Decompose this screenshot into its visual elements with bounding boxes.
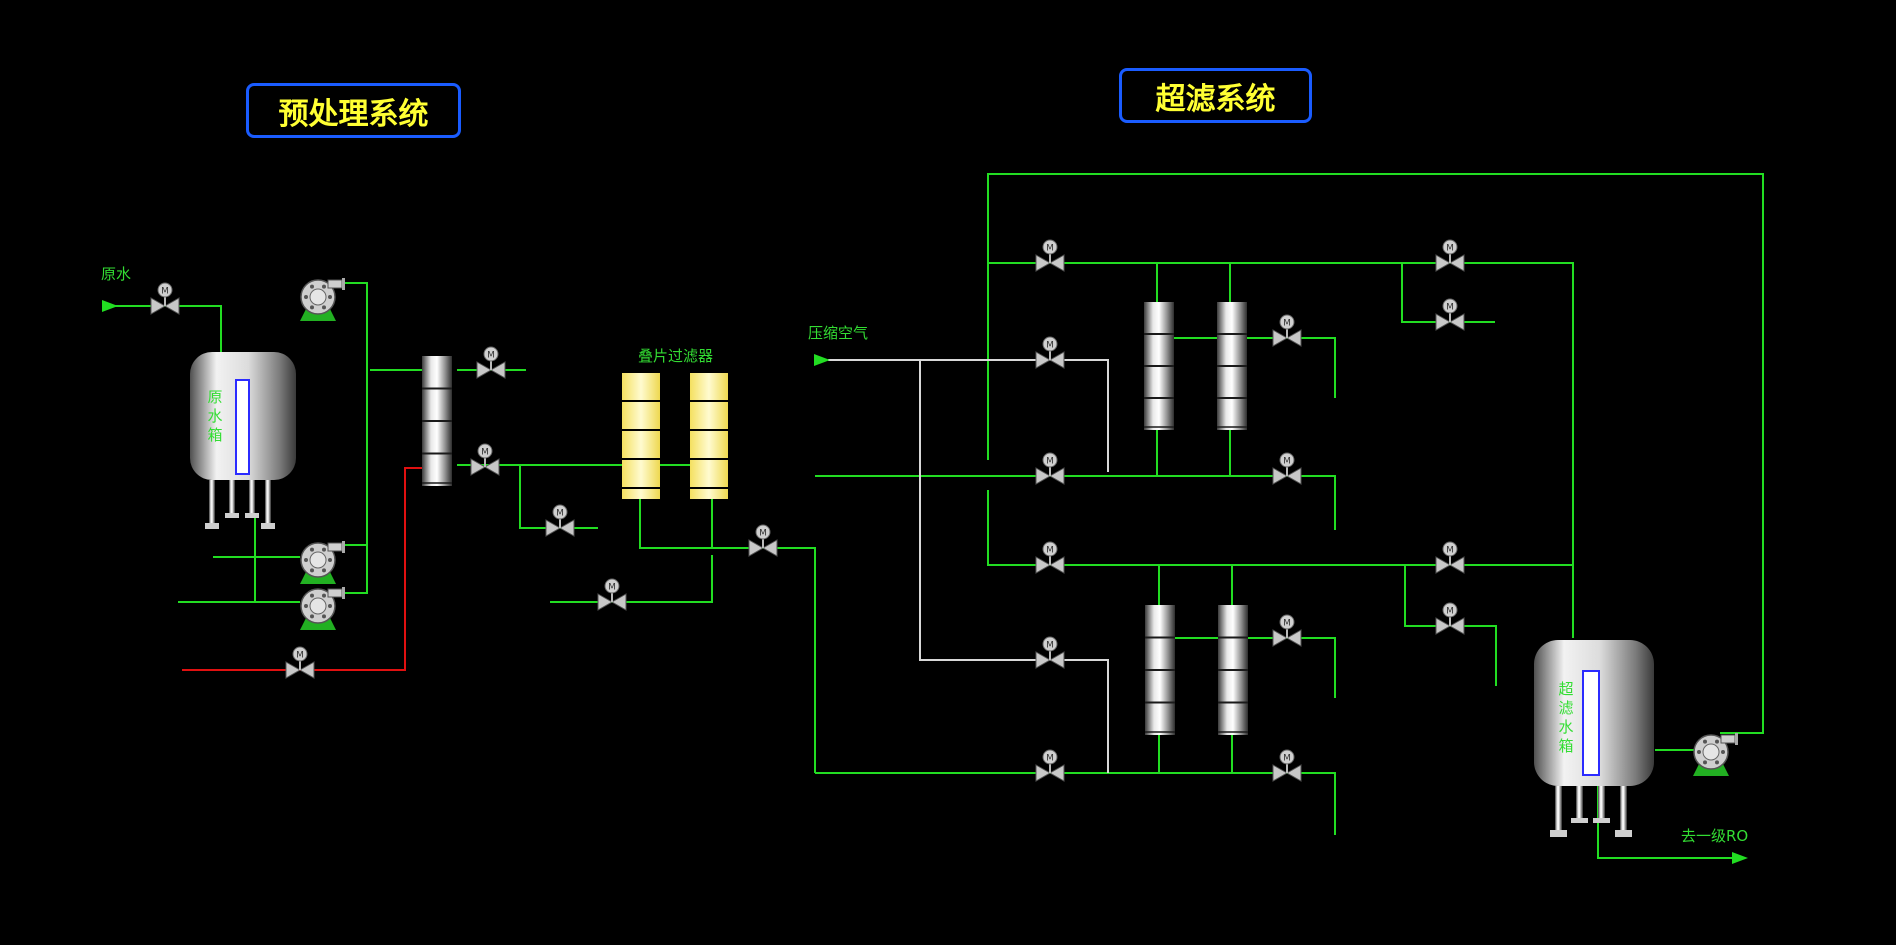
uf-water-tank <box>1534 640 1654 837</box>
motor-valve-icon[interactable]: M <box>597 578 627 611</box>
svg-text:M: M <box>608 583 616 593</box>
process-pipes <box>108 173 1764 859</box>
svg-text:M: M <box>1046 341 1054 351</box>
motor-valve-icon[interactable]: M <box>1035 336 1065 369</box>
motor-valve-icon[interactable]: M <box>545 504 575 537</box>
svg-text:M: M <box>1446 607 1454 617</box>
svg-text:M: M <box>1446 303 1454 313</box>
motor-valve-icon[interactable]: M <box>1272 749 1302 782</box>
motor-valve-icon[interactable]: M <box>748 524 778 557</box>
svg-text:M: M <box>487 351 495 361</box>
ro-outlet-arrow-icon <box>1732 852 1748 864</box>
motor-valve-icon[interactable]: M <box>1035 636 1065 669</box>
motor-valve-icon[interactable]: M <box>1272 614 1302 647</box>
disc-filter-1 <box>622 373 660 499</box>
uf-membrane-3 <box>1145 605 1175 735</box>
disc-filter-2 <box>690 373 728 499</box>
motor-valve-icon[interactable]: M <box>285 646 315 679</box>
svg-text:M: M <box>161 287 169 297</box>
ultrafiltration-system-title: 超滤系统 <box>1119 68 1312 123</box>
raw-water-label: 原水 <box>101 265 132 283</box>
svg-text:M: M <box>296 651 304 661</box>
pretreatment-column <box>422 356 452 486</box>
motor-valve-icon[interactable]: M <box>1035 749 1065 782</box>
svg-text:M: M <box>1446 244 1454 254</box>
svg-text:M: M <box>1046 546 1054 556</box>
svg-text:M: M <box>1283 754 1291 764</box>
uf-pump-icon[interactable] <box>1693 733 1738 776</box>
svg-text:M: M <box>1283 619 1291 629</box>
motor-valve-icon[interactable]: M <box>1272 452 1302 485</box>
to-first-ro-label: 去一级RO <box>1681 827 1749 845</box>
uf-membrane-1 <box>1144 302 1174 430</box>
svg-text:M: M <box>1446 546 1454 556</box>
svg-text:M: M <box>556 509 564 519</box>
svg-text:M: M <box>1046 641 1054 651</box>
uf-membrane-4 <box>1218 605 1248 735</box>
svg-text:M: M <box>759 529 767 539</box>
bypass-pipe <box>182 467 422 671</box>
svg-text:M: M <box>481 448 489 458</box>
motor-valve-icon[interactable]: M <box>1435 602 1465 635</box>
pump-3-icon[interactable] <box>300 587 345 630</box>
svg-text:M: M <box>1046 754 1054 764</box>
air-inlet-arrow-icon <box>814 354 830 366</box>
svg-text:M: M <box>1283 319 1291 329</box>
motor-valve-icon[interactable]: M <box>1035 239 1065 272</box>
raw-water-inlet-arrow-icon <box>102 300 118 312</box>
motor-valve-icon[interactable]: M <box>1272 314 1302 347</box>
motor-valve-icon[interactable]: M <box>470 443 500 476</box>
uf-membrane-2 <box>1217 302 1247 430</box>
raw-water-tank <box>190 352 296 529</box>
motor-valve-icon[interactable]: M <box>1035 541 1065 574</box>
motor-valve-icon[interactable]: M <box>1035 452 1065 485</box>
compressed-air-label: 压缩空气 <box>808 324 869 342</box>
compressed-air-pipes <box>828 359 1109 773</box>
motor-valve-icon[interactable]: M <box>1435 298 1465 331</box>
disc-filter-label: 叠片过滤器 <box>638 347 714 365</box>
pretreatment-system-title: 预处理系统 <box>246 83 461 138</box>
raw-water-tank-label: 原水箱 <box>207 388 223 444</box>
uf-water-tank-label: 超滤水箱 <box>1558 680 1574 755</box>
pump-2-icon[interactable] <box>300 541 345 584</box>
motor-valve-icon[interactable]: M <box>150 282 180 315</box>
svg-text:M: M <box>1046 457 1054 467</box>
motor-valve-icon[interactable]: M <box>1435 541 1465 574</box>
svg-text:M: M <box>1046 244 1054 254</box>
motor-valve-icon[interactable]: M <box>1435 239 1465 272</box>
svg-text:M: M <box>1283 457 1291 467</box>
motor-valve-icon[interactable]: M <box>476 346 506 379</box>
pump-1-icon[interactable] <box>300 278 345 321</box>
